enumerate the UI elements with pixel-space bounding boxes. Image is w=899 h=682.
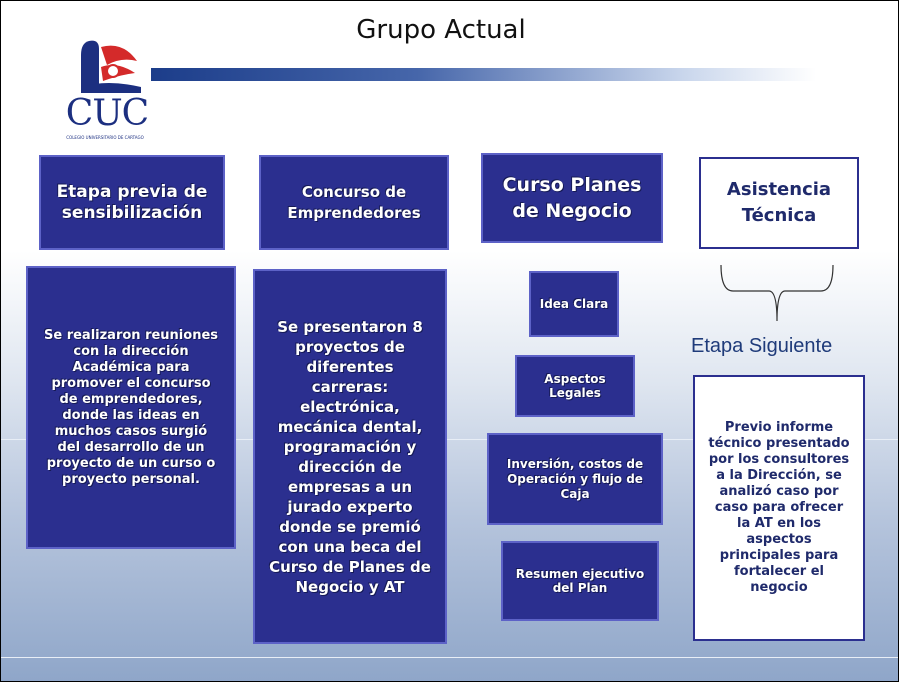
- slide-title: Grupo Actual: [356, 15, 526, 45]
- stage-body-sensibilizacion: Se realizaron reuniones con la dirección…: [26, 266, 236, 549]
- logo-emblem-icon: [81, 40, 141, 93]
- course-step-inversion: Inversión, costos de Operación y flujo d…: [487, 433, 663, 525]
- background-divider: [1, 439, 898, 440]
- logo-letters: CUC: [65, 93, 149, 134]
- title-underline-bar: [151, 68, 816, 81]
- next-stage-label: Etapa Siguiente: [691, 335, 833, 357]
- cuc-logo: CUC COLEGIO UNIVERSITARIO DE CARTAGO: [51, 31, 163, 149]
- stage-header-sensibilizacion: Etapa previa de sensibilización: [39, 155, 225, 250]
- course-step-legal: Aspectos Legales: [515, 355, 635, 417]
- stage-header-concurso: Concurso de Emprendedores: [259, 155, 449, 250]
- stage-body-concurso: Se presentaron 8 proyectos de diferentes…: [253, 269, 447, 644]
- stage-body-asistencia: Previo informe técnico presentado por lo…: [693, 375, 865, 641]
- course-step-idea: Idea Clara: [529, 271, 619, 337]
- course-step-resumen: Resumen ejecutivo del Plan: [501, 541, 659, 621]
- stage-header-asistencia: Asistencia Técnica: [699, 157, 859, 249]
- logo-subtitle: COLEGIO UNIVERSITARIO DE CARTAGO: [66, 135, 144, 140]
- brace-icon: [720, 264, 834, 322]
- background-divider: [1, 657, 898, 658]
- stage-header-curso: Curso Planes de Negocio: [481, 153, 663, 243]
